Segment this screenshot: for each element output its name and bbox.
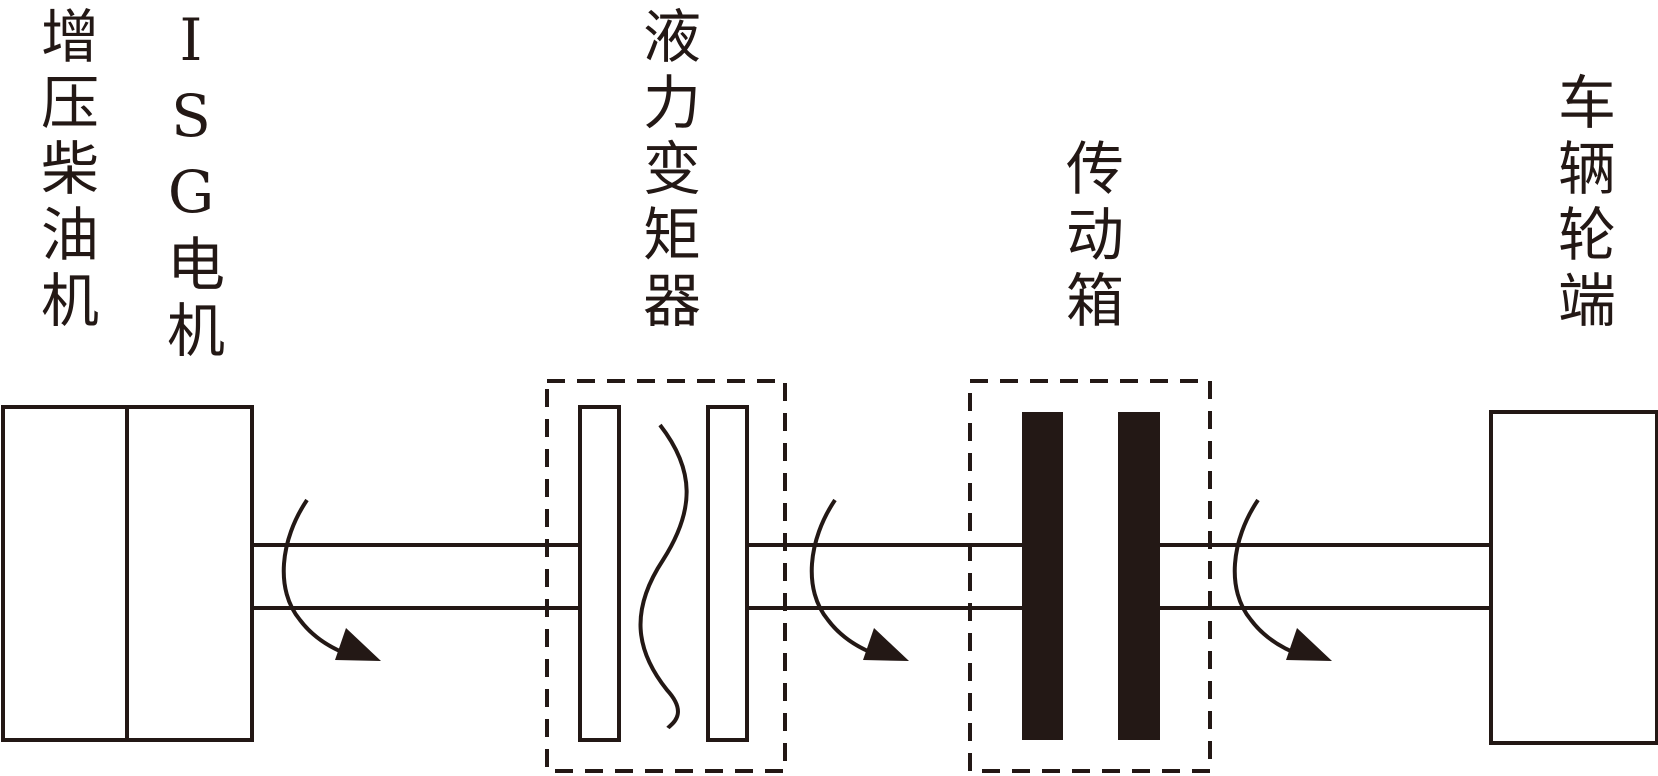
wheel-end-block (1489, 410, 1658, 745)
gear-bar-1 (1022, 412, 1063, 740)
label-torque-converter: 液力变矩器 (633, 6, 701, 336)
label-gearbox: 传动箱 (1056, 138, 1124, 336)
rotation-arrow-icon (281, 498, 381, 661)
torque-converter-housing (545, 379, 787, 773)
gear-bar-2 (1118, 412, 1160, 740)
label-wheel-end: 车辆轮端 (1548, 72, 1616, 336)
shaft-1 (252, 543, 580, 610)
rotation-arrow-icon (1232, 498, 1332, 661)
gearbox-housing (968, 379, 1212, 773)
pump-impeller-plate (578, 405, 621, 742)
shaft-2 (747, 543, 1022, 610)
rotation-arrow-icon (809, 498, 909, 661)
fluid-wave-icon (638, 423, 689, 730)
turbine-plate (706, 405, 749, 742)
label-isg-motor: ISG电机 (157, 6, 225, 366)
label-engine: 增压柴油机 (31, 6, 99, 336)
shaft-3 (1160, 543, 1491, 610)
